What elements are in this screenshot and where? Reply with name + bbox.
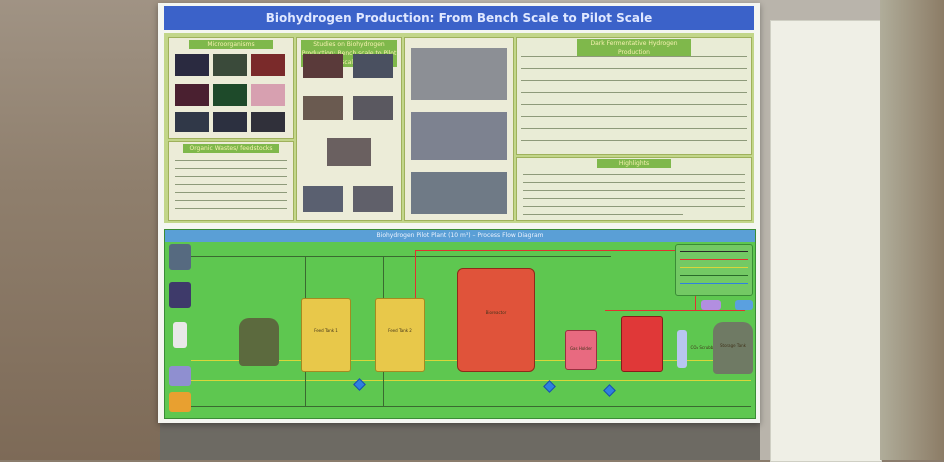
feedstock-bin <box>169 366 191 386</box>
text-line <box>523 206 745 207</box>
microorganisms-header: Microorganisms <box>189 40 273 49</box>
text-line <box>175 176 287 177</box>
text-line <box>175 184 287 185</box>
micro-image <box>251 112 285 132</box>
pilot-photos-panel <box>404 37 514 221</box>
storage-tank-label: Storage Tank <box>719 342 746 348</box>
table-rule <box>521 92 747 93</box>
yield-table-panel: Dark Fermentative Hydrogen Production <box>516 37 752 155</box>
cabinet-panel <box>770 20 882 462</box>
legend-line <box>680 275 748 276</box>
pilot-plant-photo <box>411 112 507 160</box>
text-line <box>175 200 287 201</box>
bench-scale-panel: Studies on Biohydrogen Production: Bench… <box>296 37 402 221</box>
gas-analyzer-box <box>701 300 721 310</box>
highlights-panel: Highlights <box>516 157 752 221</box>
poster-board: Biohydrogen Production: From Bench Scale… <box>158 3 760 423</box>
poster-top-section: Microorganisms Organic Wastes/ feedstock… <box>164 33 754 223</box>
feed-tank-2-label: Feed Tank 2 <box>388 327 412 333</box>
micro-image <box>213 84 247 106</box>
pump-node <box>543 380 556 393</box>
yield-table-header: Dark Fermentative Hydrogen Production <box>577 39 691 57</box>
lab-photo <box>303 54 343 78</box>
micro-image <box>175 54 209 76</box>
microorganisms-panel: Microorganisms <box>168 37 294 139</box>
pfd-legend <box>675 244 753 296</box>
table-rule <box>521 104 747 105</box>
gas-holder-tank: Gas Holder <box>565 330 597 370</box>
text-line <box>523 198 745 199</box>
lab-photo <box>353 96 393 120</box>
pipe <box>415 250 695 251</box>
bioreactor-label: Bioreactor <box>485 309 507 315</box>
feed-mixer-tank <box>239 318 279 366</box>
bioreactor-tank: Bioreactor <box>457 268 535 372</box>
text-line <box>523 190 745 191</box>
feed-tank-2: Feed Tank 2 <box>375 298 425 372</box>
pipe <box>191 256 611 257</box>
feedstock-bin <box>169 282 191 308</box>
table-rule <box>521 140 747 141</box>
co2-scrubber-column: CO₂ Scrubber <box>677 330 717 368</box>
chemical-bottle <box>173 322 187 348</box>
text-line <box>523 174 745 175</box>
text-line <box>175 168 287 169</box>
micro-image <box>175 84 209 106</box>
pump-node <box>603 384 616 397</box>
lab-photo <box>327 138 371 166</box>
legend-line <box>680 283 748 284</box>
text-line <box>523 182 745 183</box>
table-rule <box>521 128 747 129</box>
feed-tank-1: Feed Tank 1 <box>301 298 351 372</box>
micro-image <box>213 112 247 132</box>
table-rule <box>521 68 747 69</box>
micro-image <box>175 112 209 132</box>
text-line <box>175 160 287 161</box>
lab-photo <box>353 54 393 78</box>
door-frame <box>880 0 944 460</box>
pfd-title: Biohydrogen Pilot Plant (10 m³) – Proces… <box>165 230 755 242</box>
feedstock-bin <box>169 392 191 412</box>
legend-line <box>680 259 748 260</box>
legend-line <box>680 251 748 252</box>
text-line <box>523 214 683 215</box>
micro-image <box>213 54 247 76</box>
pilot-plant-photo <box>411 172 507 214</box>
organic-waste-panel: Organic Wastes/ feedstocks <box>168 141 294 221</box>
scrubber-tank <box>621 316 663 372</box>
legend-line <box>680 267 748 268</box>
text-line <box>175 192 287 193</box>
lab-photo <box>303 96 343 120</box>
table-rule <box>521 80 747 81</box>
pilot-plant-photo <box>411 48 507 100</box>
micro-image <box>251 54 285 76</box>
table-rule <box>521 56 747 57</box>
floor-area <box>160 420 760 460</box>
poster-title: Biohydrogen Production: From Bench Scale… <box>164 6 754 30</box>
highlights-header: Highlights <box>597 159 671 168</box>
feed-tank-1-label: Feed Tank 1 <box>314 327 338 333</box>
gas-holder-label: Gas Holder <box>569 346 593 352</box>
organic-waste-header: Organic Wastes/ feedstocks <box>183 144 279 153</box>
co2-scrubber-label: CO₂ Scrubber <box>690 345 718 351</box>
process-flow-diagram: Biohydrogen Pilot Plant (10 m³) – Proces… <box>164 229 756 419</box>
gas-analyzer-box <box>735 300 753 310</box>
pipe <box>191 406 751 407</box>
table-rule <box>521 116 747 117</box>
feedstock-bin <box>169 244 191 270</box>
lab-photo <box>303 186 343 212</box>
pipe <box>605 310 745 311</box>
pipe <box>191 380 751 381</box>
storage-tank: Storage Tank <box>713 322 753 374</box>
text-line <box>175 208 287 209</box>
lab-photo <box>353 186 393 212</box>
micro-image <box>251 84 285 106</box>
